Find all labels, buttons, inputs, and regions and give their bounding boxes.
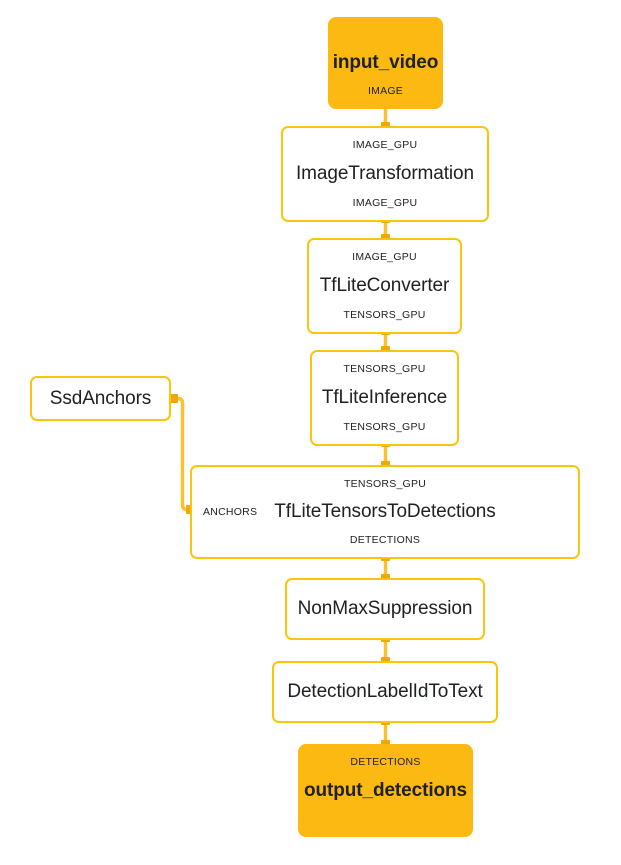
node-title-image-transformation: ImageTransformation: [296, 163, 474, 185]
port-label-tflite-converter-input: IMAGE_GPU: [352, 251, 417, 263]
node-ssd-anchors[interactable]: SsdAnchors: [30, 376, 171, 421]
node-output-detections[interactable]: DETECTIONS output_detections: [298, 744, 473, 837]
node-title-detection-label-id-to-text: DetectionLabelIdToText: [287, 681, 483, 703]
port-label-image-transformation-input: IMAGE_GPU: [352, 139, 418, 151]
port-label-tensors-to-detections-input: TENSORS_GPU: [343, 478, 427, 490]
node-title-input-video: input_video: [332, 52, 439, 74]
node-title-tflite-tensors-to-detections: TfLiteTensorsToDetections: [274, 501, 496, 523]
node-input-video[interactable]: input_video IMAGE: [328, 17, 443, 109]
node-tflite-inference[interactable]: TENSORS_GPU TfLiteInference TENSORS_GPU: [310, 350, 459, 446]
node-non-max-suppression[interactable]: NonMaxSuppression: [285, 578, 485, 640]
port-label-tflite-converter-output: TENSORS_GPU: [343, 308, 426, 321]
port-marker-ssd-anchors-out[interactable]: [169, 394, 178, 403]
node-title-non-max-suppression: NonMaxSuppression: [297, 598, 473, 620]
port-label-tensors-to-detections-output: DETECTIONS: [349, 533, 421, 546]
node-title-ssd-anchors: SsdAnchors: [49, 387, 152, 409]
node-tflite-tensors-to-detections[interactable]: TENSORS_GPU ANCHORS TfLiteTensorsToDetec…: [190, 465, 580, 559]
port-label-anchors-input: ANCHORS: [203, 506, 258, 518]
port-label-tflite-inference-output: TENSORS_GPU: [343, 420, 426, 433]
node-title-tflite-inference: TfLiteInference: [321, 387, 448, 409]
port-label-image-transformation-output: IMAGE_GPU: [352, 196, 418, 209]
node-title-tflite-converter: TfLiteConverter: [319, 275, 450, 297]
node-detection-label-id-to-text[interactable]: DetectionLabelIdToText: [272, 661, 498, 723]
edge-ssd-anchors-to-tensors-to-detections: [174, 396, 191, 512]
port-label-input-video-output: IMAGE: [367, 84, 404, 97]
node-title-output-detections: output_detections: [304, 779, 467, 801]
node-tflite-converter[interactable]: IMAGE_GPU TfLiteConverter TENSORS_GPU: [307, 238, 462, 334]
port-label-tflite-inference-input: TENSORS_GPU: [343, 363, 426, 375]
node-image-transformation[interactable]: IMAGE_GPU ImageTransformation IMAGE_GPU: [281, 126, 489, 222]
port-label-output-detections-input: DETECTIONS: [350, 756, 421, 768]
